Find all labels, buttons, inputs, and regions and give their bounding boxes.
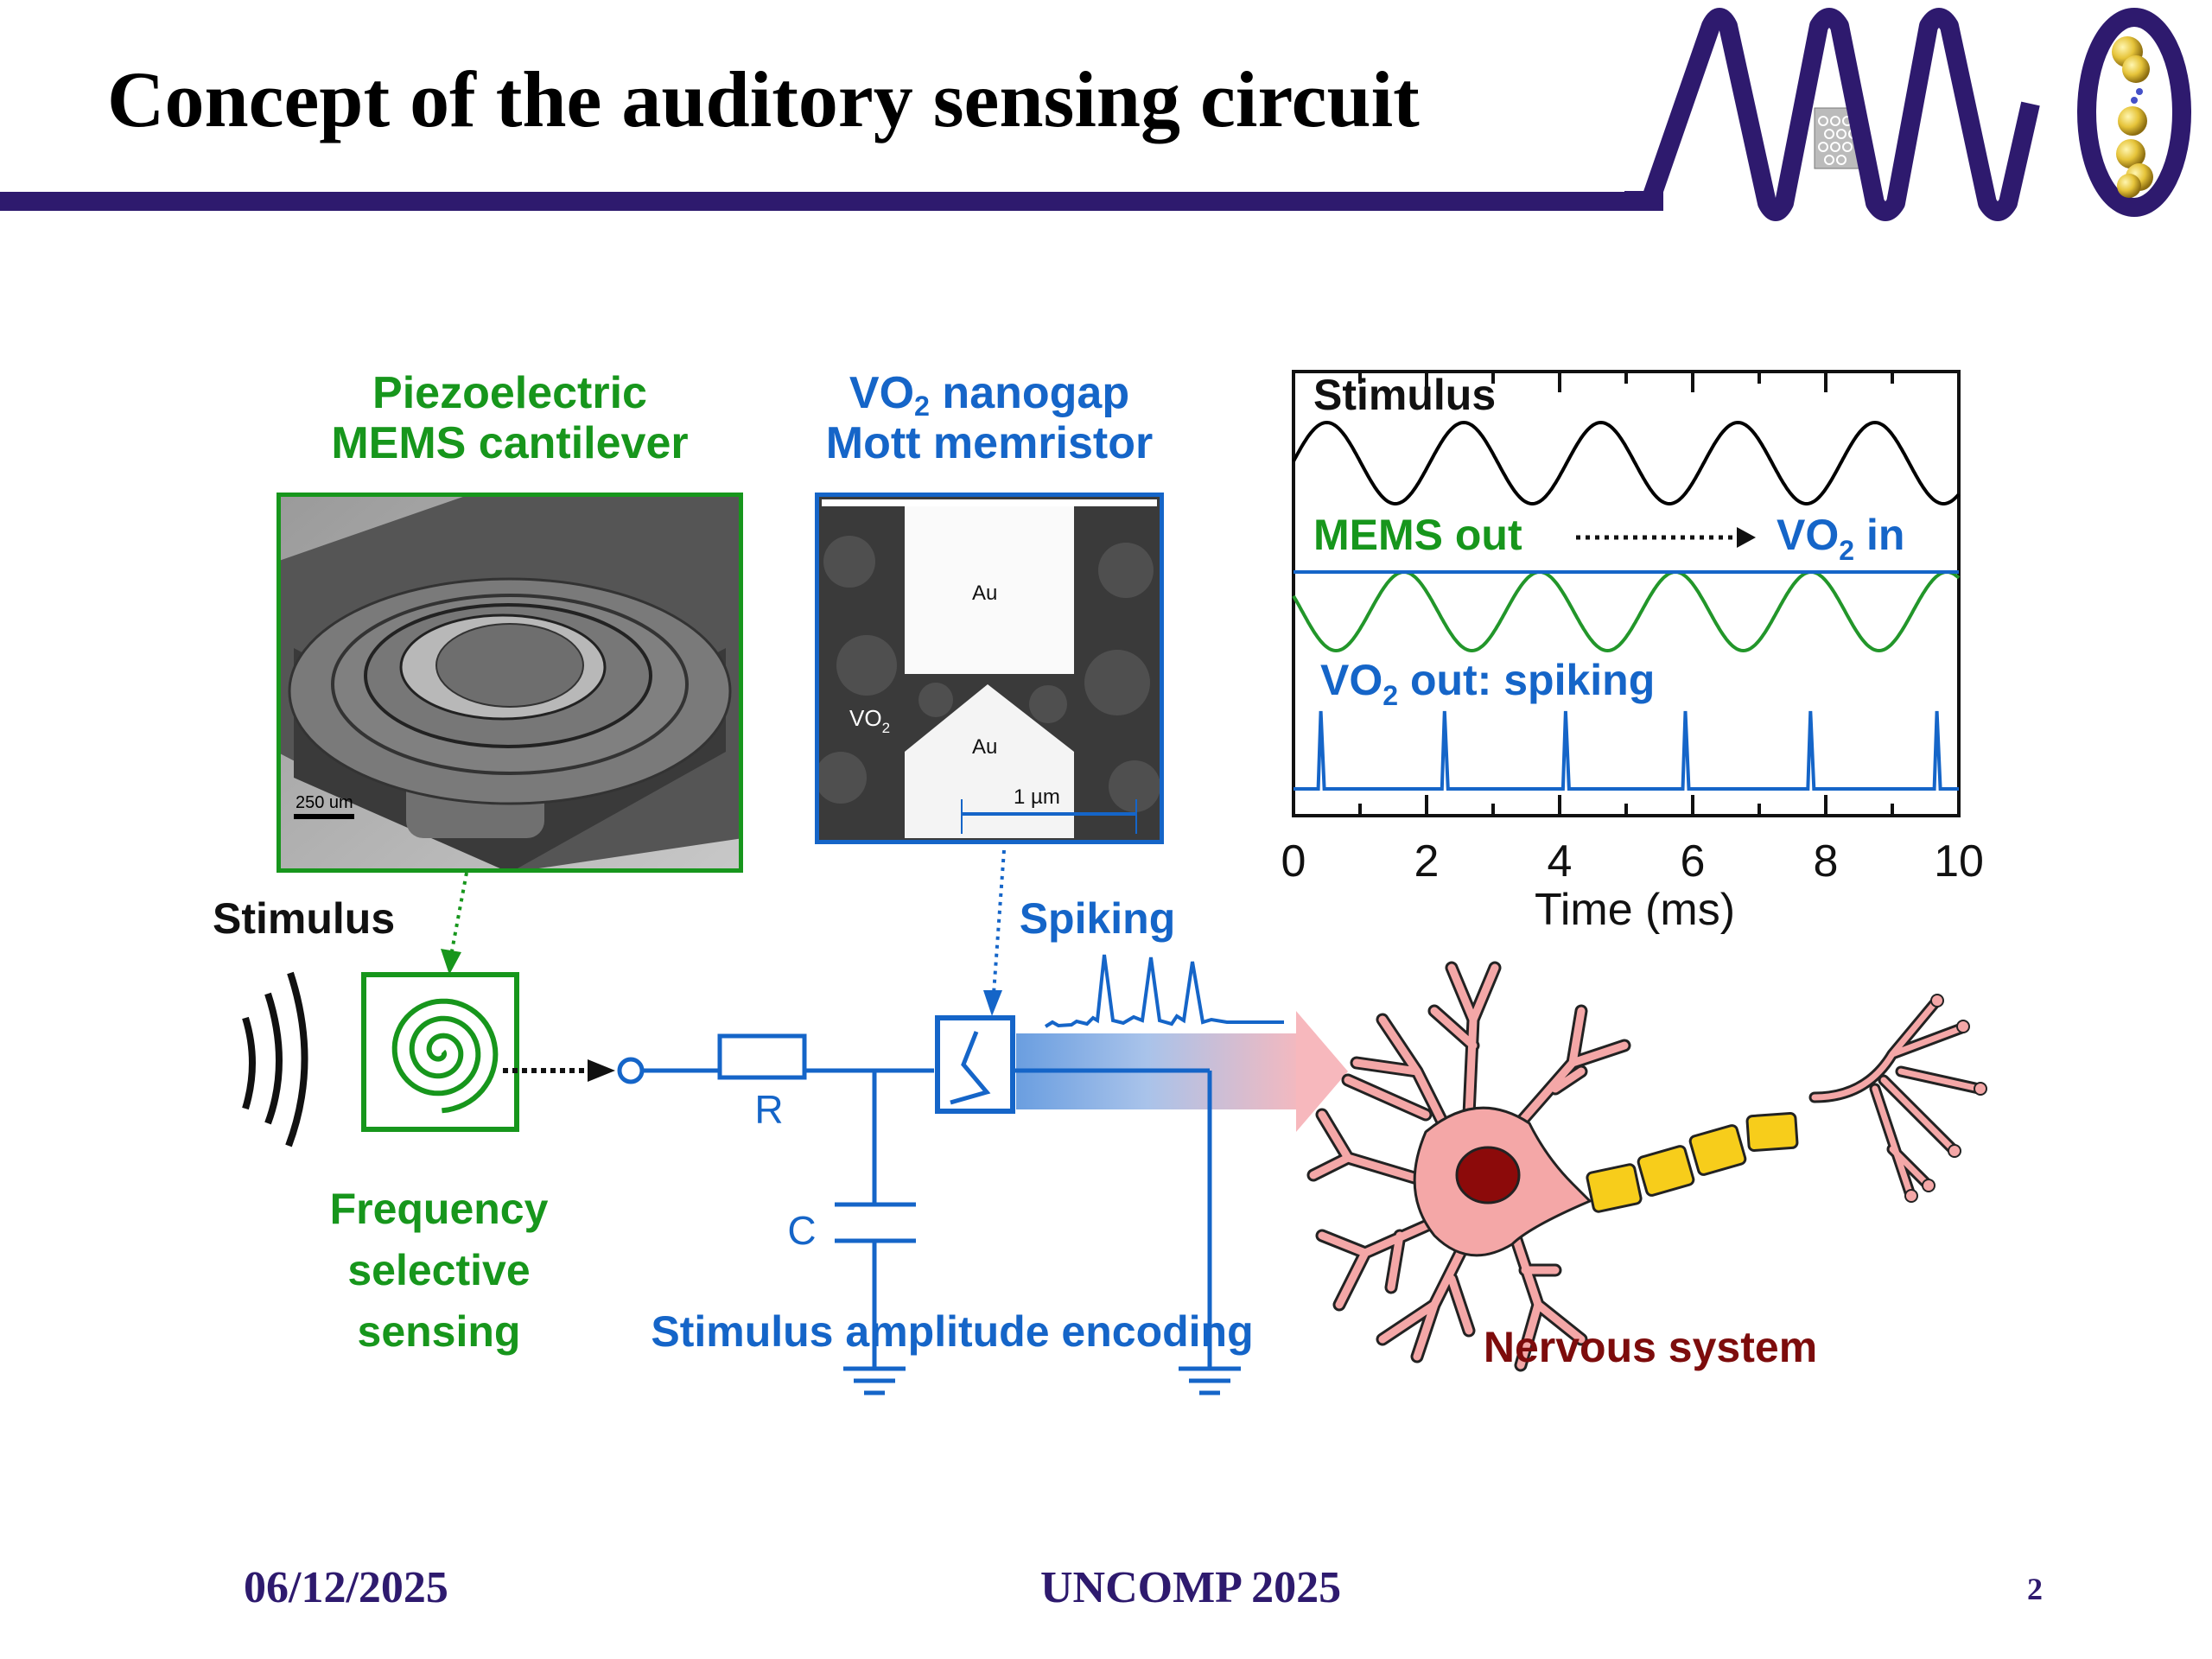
memristor-glyph — [950, 1031, 991, 1105]
caption-selective: selective — [347, 1246, 530, 1294]
caption-sensing: sensing — [358, 1307, 521, 1356]
chart-annotation-stimulus: Stimulus — [1313, 371, 1496, 419]
vo2-pointer-arrow — [983, 849, 1006, 1016]
nervous-system-label: Nervous system — [1484, 1323, 1817, 1371]
mems-title-line1: Piezoelectric — [372, 368, 647, 418]
mems-panel-title: Piezoelectric MEMS cantilever — [276, 368, 743, 468]
header-bar — [0, 192, 1663, 211]
spiking-label: Spiking — [1020, 894, 1176, 943]
signal-arrow — [503, 1059, 615, 1082]
resistor-symbol — [717, 1033, 807, 1080]
vo2-panel-title: VO2 nanogap Mott memristor — [795, 368, 1184, 468]
chart-dotted-arrow — [1576, 527, 1756, 548]
series-mems-out — [1292, 569, 1961, 653]
au-bottom-label: Au — [972, 735, 997, 759]
footer-date: 06/12/2025 — [244, 1563, 448, 1612]
slide-title: Concept of the auditory sensing circuit — [107, 55, 1420, 143]
resistor-label: R — [754, 1087, 783, 1132]
nano-logo — [1624, 8, 2191, 221]
vo2-material-label: VO2 — [849, 705, 890, 736]
x-tick-label: 2 — [1414, 836, 1440, 887]
sound-wave-icon — [242, 971, 308, 1147]
x-tick-label: 10 — [1934, 836, 1984, 887]
mems-title-line2: MEMS cantilever — [331, 418, 689, 469]
page-number: 2 — [2027, 1572, 2043, 1606]
x-tick-label: 6 — [1681, 836, 1706, 887]
vo2-scale-label: 1 µm — [1014, 785, 1060, 809]
vo2-sem-image: Au Au VO2 1 µm — [815, 493, 1164, 844]
neuron-nucleus — [1455, 1146, 1521, 1205]
vo2-title-line2: Mott memristor — [825, 418, 1154, 469]
vo2-title-sub: 2 — [914, 391, 930, 423]
series-stimulus — [1292, 420, 1961, 505]
gold-atoms-icon — [2112, 36, 2153, 198]
caption-amplitude-encoding: Stimulus amplitude encoding — [651, 1307, 1253, 1356]
mems-spiral-icon — [361, 972, 519, 1132]
capacitor-label: C — [787, 1208, 816, 1253]
logo-o — [2077, 8, 2191, 217]
input-terminal — [617, 1057, 645, 1084]
caption-frequency: Frequency — [330, 1185, 549, 1233]
ground-icon — [843, 1366, 906, 1395]
waveform-chart: 0 2 4 6 8 10 Stimulus MEMS out VO2 in VO2 out… — [1281, 370, 1984, 935]
chart-annotation-vo2-out: VO2 out: spiking — [1320, 656, 1655, 711]
neuron-illustration: Nervous system — [1306, 961, 1987, 1372]
mems-sem-image: 250 um — [276, 493, 743, 873]
logo-wave — [1624, 8, 2040, 221]
mems-scale-label: 250 um — [296, 793, 353, 812]
chart-annotation-mems-out: MEMS out — [1313, 511, 1522, 559]
vo2-title-suffix: nanogap — [929, 368, 1130, 418]
plot-frame — [1292, 370, 1961, 817]
mems-pointer-arrow — [441, 872, 468, 975]
spiking-waveform — [1044, 954, 1284, 1028]
footer-conference: UNCOMP 2025 — [1040, 1563, 1342, 1612]
au-top-label: Au — [972, 582, 997, 605]
x-axis-label: Time (ms) — [1535, 885, 1735, 935]
ground-icon-2 — [1179, 1366, 1241, 1395]
mems-scale-bar — [294, 814, 354, 819]
vo2-title-line1: VO2 nanogap — [795, 368, 1184, 420]
circuit-diagram: Spiking Stimulus R C Frequency selective… — [213, 849, 1348, 1395]
x-tick-label: 8 — [1814, 836, 1839, 887]
series-vo2-out-spikes — [1294, 710, 1959, 791]
stimulus-label: Stimulus — [213, 894, 395, 943]
chart-annotation-vo2-in: VO2 in — [1777, 511, 1904, 566]
myelin-sheath — [1586, 1111, 1799, 1213]
x-tick-label: 0 — [1281, 836, 1306, 887]
x-tick-label: 4 — [1548, 836, 1573, 887]
vo2-title-prefix: VO — [849, 368, 915, 418]
